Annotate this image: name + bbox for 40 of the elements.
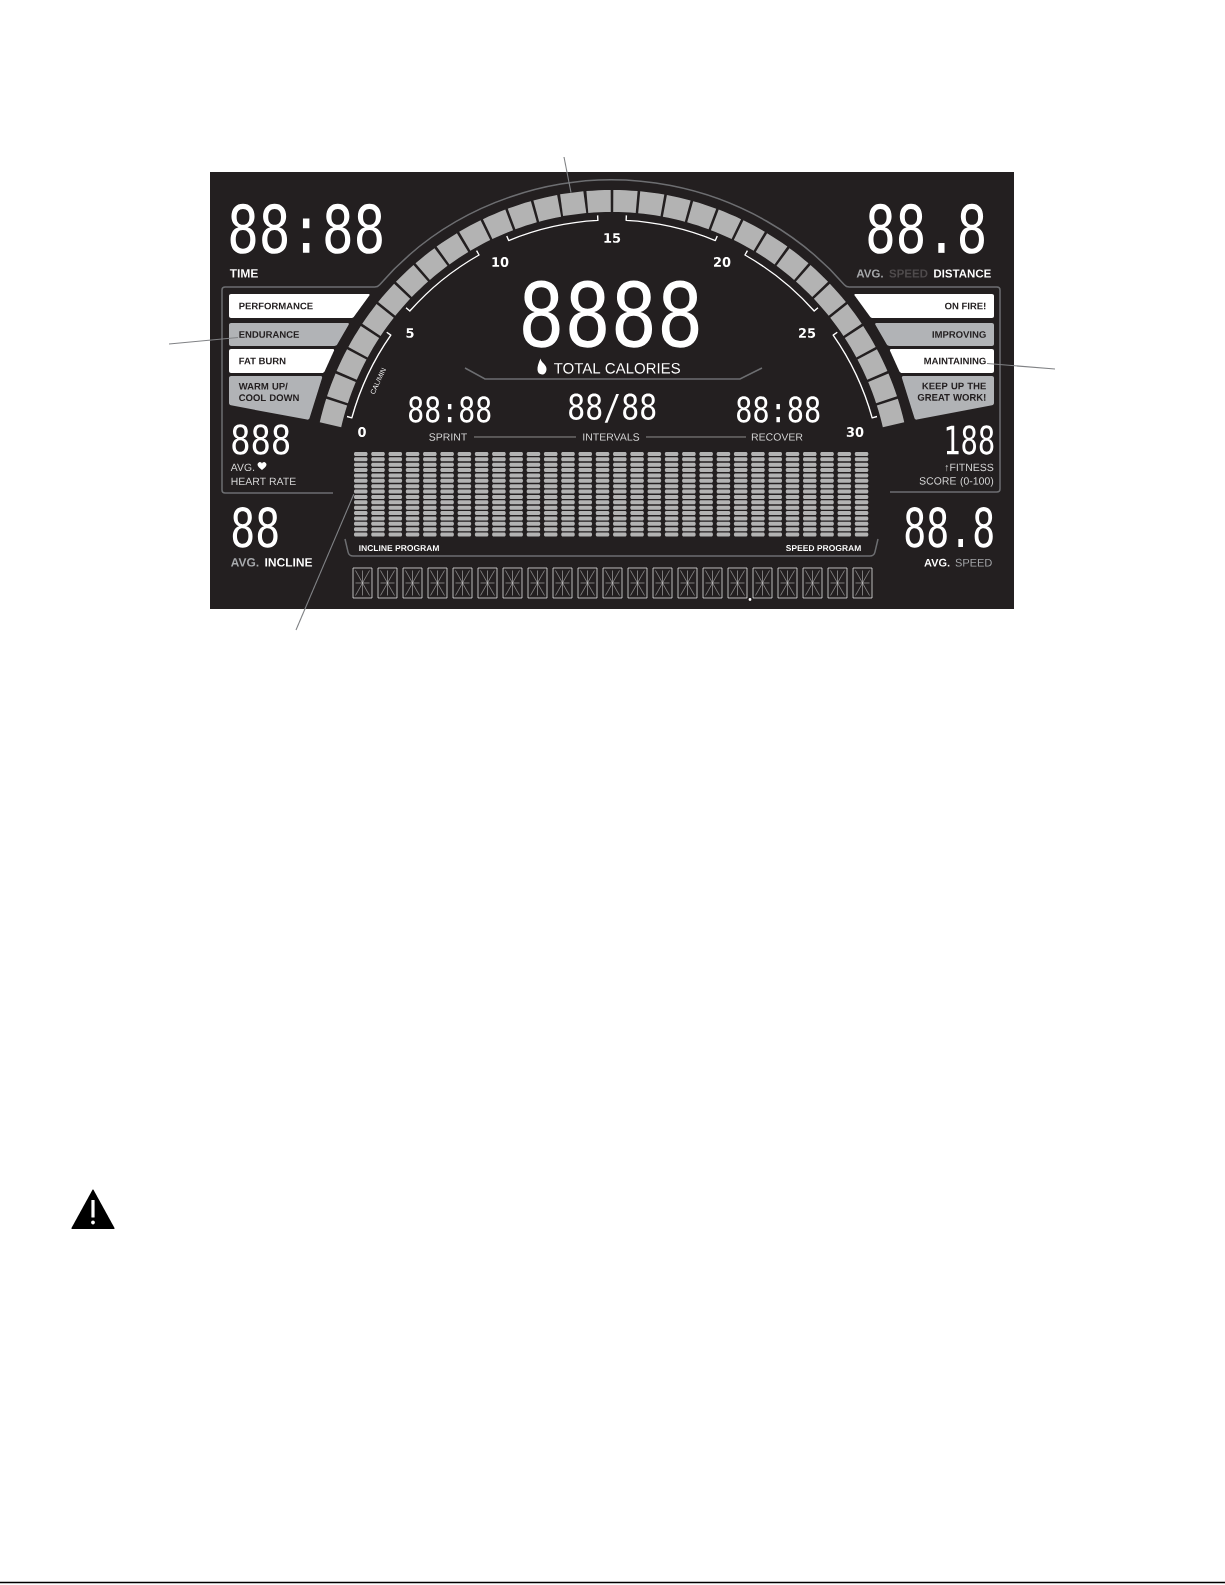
digit-readout: 88:88 bbox=[737, 396, 820, 423]
digit-readout: 8888 bbox=[523, 280, 699, 348]
scale-number: 25 bbox=[799, 328, 816, 338]
digit-readout: 88.8 bbox=[868, 203, 984, 254]
digit-readout: 88 bbox=[232, 507, 278, 548]
scale-number: 30 bbox=[846, 427, 864, 437]
leader-line bbox=[563, 156, 572, 194]
leader-line bbox=[986, 363, 1056, 370]
scale-number: 10 bbox=[492, 257, 509, 267]
scale-number: 5 bbox=[406, 328, 414, 338]
readout-label: DISTANCE bbox=[934, 269, 991, 278]
scale-number: 0 bbox=[358, 427, 366, 437]
bar-graph bbox=[354, 452, 869, 537]
readout-label: TIME bbox=[229, 269, 258, 278]
digit-readout: 188 bbox=[946, 425, 994, 455]
graph-label: INCLINE PROGRAM bbox=[359, 545, 439, 552]
readout-label: HEART RATE bbox=[231, 477, 296, 485]
gauge-segment bbox=[560, 191, 587, 217]
readout-label: AVG. bbox=[230, 463, 255, 472]
leader-line bbox=[295, 493, 355, 631]
zone-tab: WARM UP/ COOL DOWN bbox=[229, 376, 323, 420]
readout-label: SPRINT bbox=[429, 433, 467, 441]
digit-readout: 88.8 bbox=[905, 507, 993, 548]
scale-number: 15 bbox=[604, 233, 621, 243]
digit-readout: 888 bbox=[232, 424, 290, 455]
leader-line bbox=[168, 336, 239, 345]
readout-label: ↑FITNESS SCORE (0-100) bbox=[919, 463, 994, 487]
graph-label: SPEED PROGRAM bbox=[786, 545, 861, 552]
digit-readout: 88:88 bbox=[230, 203, 382, 254]
readout-label: AVG. bbox=[231, 558, 259, 567]
readout-label: TOTAL CALORIES bbox=[554, 363, 680, 374]
readout-label: INTERVALS bbox=[583, 433, 640, 441]
digit-readout: 88:88 bbox=[409, 396, 491, 423]
readout-label: SPEED bbox=[955, 558, 992, 567]
readout-label: AVG. bbox=[856, 269, 883, 278]
zone-tab: KEEP UP THE GREAT WORK! bbox=[901, 376, 994, 420]
readout-label: INCLINE bbox=[265, 558, 313, 567]
scale-number: 20 bbox=[714, 257, 731, 267]
readout-label: RECOVER bbox=[751, 433, 803, 441]
readout-label: AVG. bbox=[924, 558, 950, 567]
